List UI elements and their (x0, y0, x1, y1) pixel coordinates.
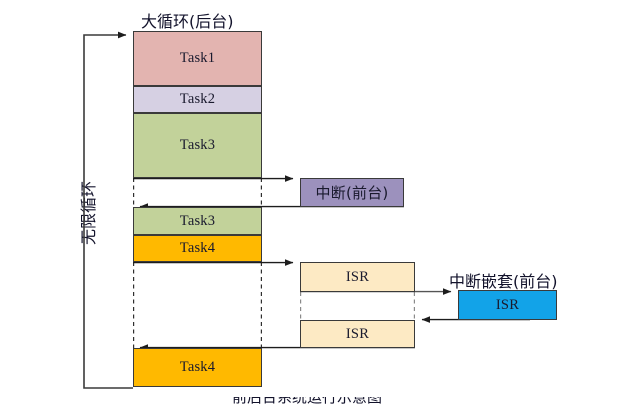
bottom-caption: 前后台系统运行示意图 (232, 397, 382, 405)
isr-box-second[interactable]: ISR (300, 320, 415, 348)
task-block-label: Task1 (179, 50, 216, 66)
isr-box-first[interactable]: ISR (300, 262, 415, 292)
task-block-task4-first[interactable]: Task4 (133, 235, 262, 262)
bottom-caption-clip: 前后台系统运行示意图 (0, 397, 641, 405)
task-block-task3-first[interactable]: Task3 (133, 113, 262, 178)
isr-box-label: ISR (345, 268, 370, 285)
background-loop-title: 大循环(后台) (141, 12, 234, 31)
isr-dashed-guides (300, 292, 415, 320)
task-block-task4-last[interactable]: Task4 (133, 348, 262, 387)
task-block-label: Task2 (179, 91, 216, 107)
dashed-guides (133, 178, 262, 348)
nested-interrupt-label: 中断嵌套(前台) (449, 272, 558, 291)
task-block-task2[interactable]: Task2 (133, 86, 262, 113)
nested-isr-box-label: ISR (495, 296, 520, 313)
task-block-task3-second[interactable]: Task3 (133, 207, 262, 235)
task-block-label: Task4 (179, 359, 216, 375)
task-block-label: Task4 (179, 240, 216, 256)
infinite-loop-label: 无限循环 (79, 180, 98, 245)
task-block-task1[interactable]: Task1 (133, 31, 262, 86)
isr-box-label: ISR (345, 325, 370, 342)
task-block-label: Task3 (179, 212, 216, 229)
nested-isr-box[interactable]: ISR (458, 290, 557, 320)
task-block-label: Task3 (179, 137, 216, 153)
interrupt-box[interactable]: 中断(前台) (300, 178, 404, 207)
interrupt-box-label: 中断(前台) (315, 184, 389, 202)
